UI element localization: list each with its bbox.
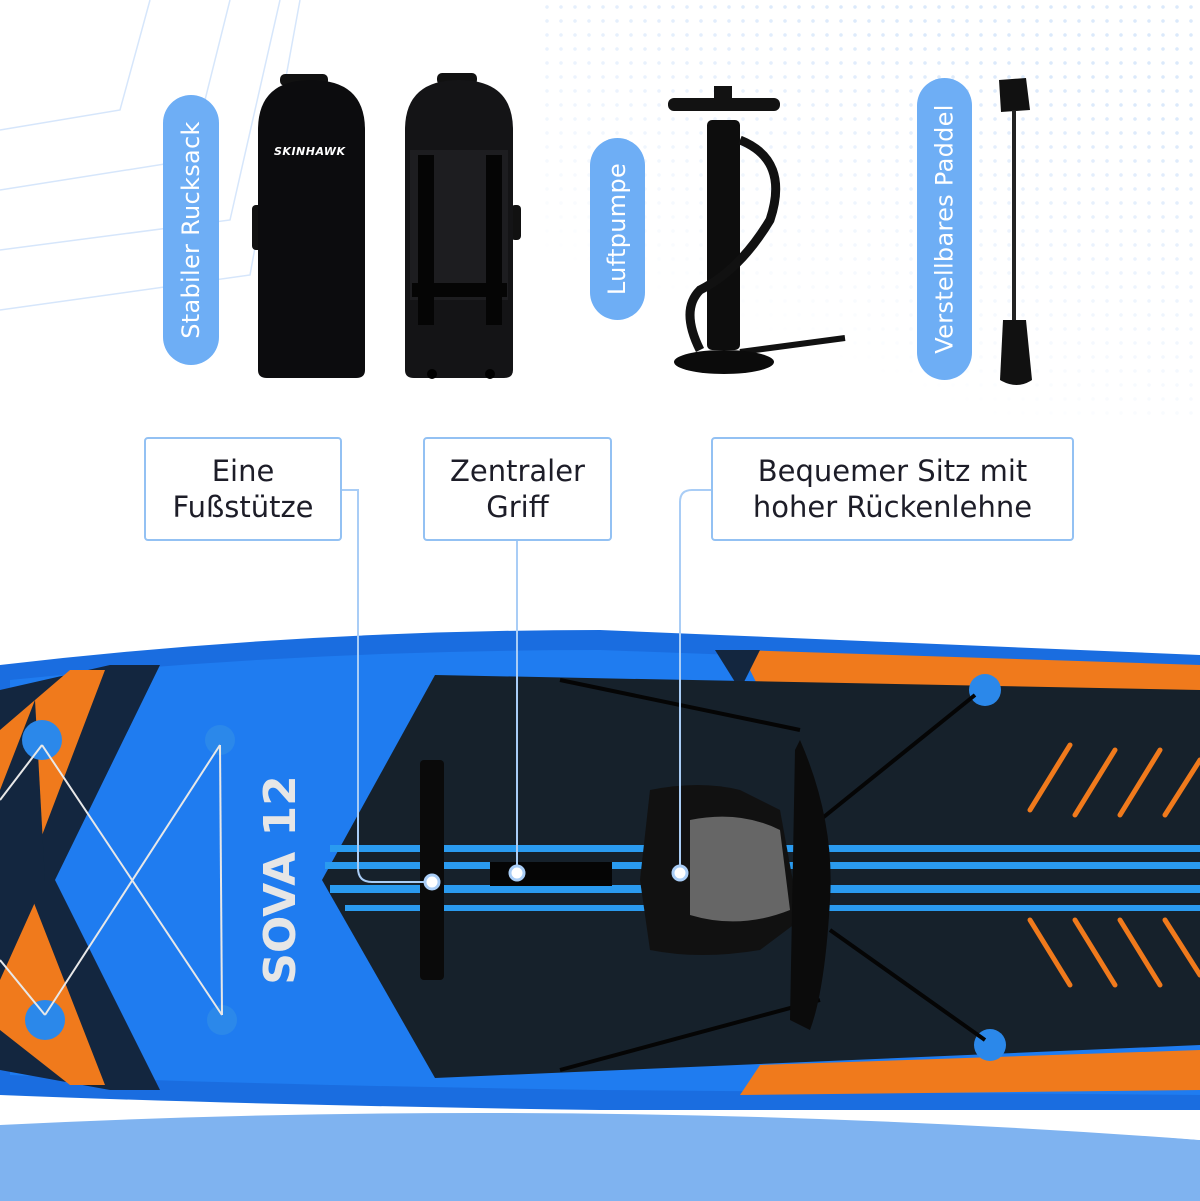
callout-handle-line1: Zentraler — [450, 454, 585, 488]
callout-handle-line2: Griff — [486, 490, 549, 524]
backpack-back-image — [405, 73, 521, 379]
brand-logo: SKINHAWK — [274, 145, 346, 158]
callout-seat-line1: Bequemer Sitz mit — [757, 454, 1028, 488]
backpack-label-pill: Stabiler Rucksack — [163, 95, 219, 365]
callout-footrest-line1: Eine — [211, 454, 275, 488]
paddle-label-pill: Verstellbares Paddel — [917, 78, 972, 380]
handle-marker — [508, 864, 526, 882]
accessory-images — [252, 73, 1032, 385]
footrest-marker — [423, 873, 441, 891]
seat-marker — [671, 864, 689, 882]
paddle-image — [999, 78, 1032, 385]
pump-label-pill: Luftpumpe — [590, 138, 645, 320]
backpack-front-image — [252, 74, 365, 378]
board-model-name: SOVA 12 — [255, 775, 306, 985]
pump-image — [668, 86, 846, 374]
callout-seat-line2: hoher Rückenlehne — [752, 490, 1033, 524]
callout-footrest-line2: Fußstütze — [172, 490, 314, 524]
dot-pattern — [540, 0, 1200, 420]
